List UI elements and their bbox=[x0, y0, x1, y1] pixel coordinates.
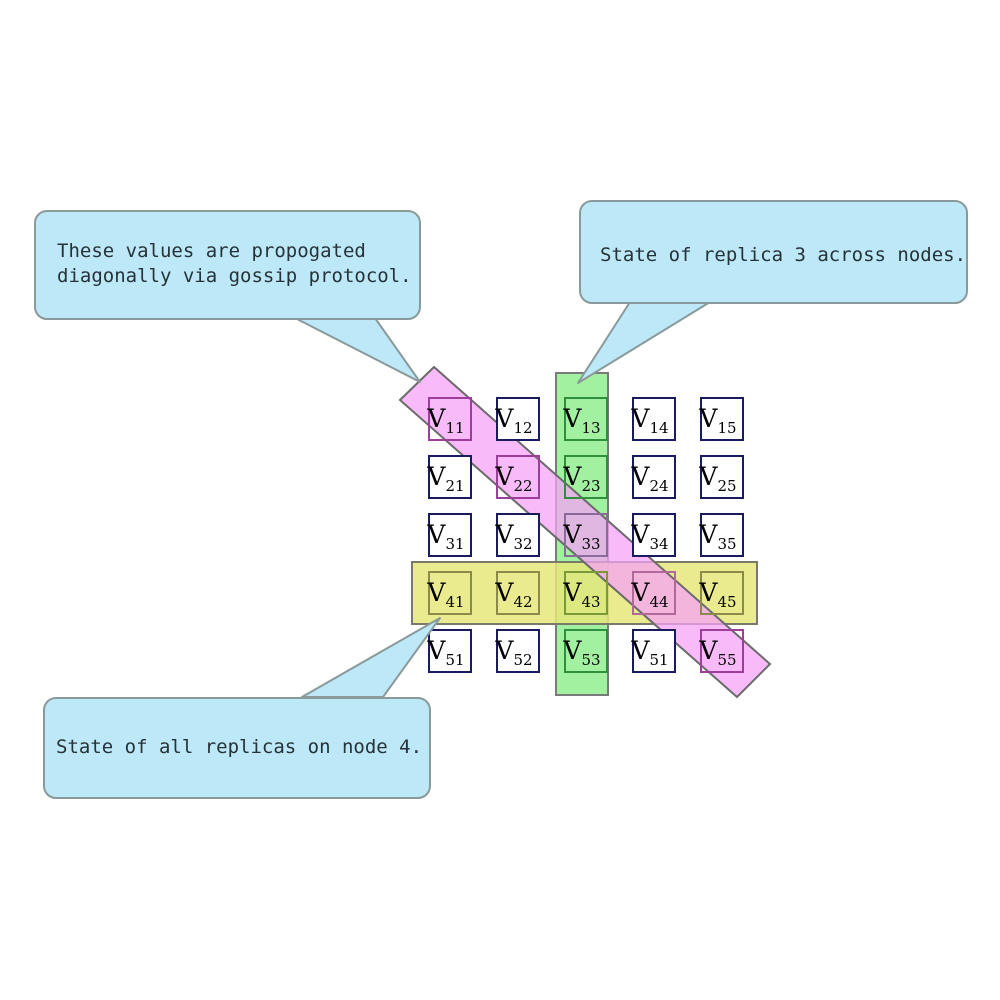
replica-3-note-tail bbox=[577, 301, 711, 384]
cell-subscript: 24 bbox=[649, 477, 668, 495]
cell-subscript: 51 bbox=[649, 651, 668, 669]
grid-cell-15[interactable]: V15 bbox=[698, 397, 744, 441]
cell-box bbox=[428, 571, 472, 615]
cell-subscript: 52 bbox=[513, 651, 532, 669]
gossip-note[interactable]: These values are propogated diagonally vi… bbox=[34, 210, 421, 320]
cell-subscript: 43 bbox=[581, 593, 600, 611]
cell-subscript: 45 bbox=[717, 593, 736, 611]
cell-subscript: 53 bbox=[581, 651, 600, 669]
gossip-note-box bbox=[34, 210, 421, 320]
replica-3-note-line-0: State of replica 3 across nodes. bbox=[600, 244, 966, 266]
gossip-diagonal-band[interactable] bbox=[398, 365, 772, 699]
cell-box bbox=[700, 629, 744, 673]
node-4-note[interactable]: State of all replicas on node 4. bbox=[43, 697, 431, 799]
gossip-note-line-0: These values are propogated bbox=[57, 240, 366, 262]
callout-boxes: These values are propogated diagonally vi… bbox=[34, 200, 968, 799]
node-4-note-line-0: State of all replicas on node 4. bbox=[56, 736, 422, 758]
node-4-note-tail bbox=[301, 617, 441, 698]
grid-cell-24[interactable]: V24 bbox=[630, 455, 676, 499]
cell-box bbox=[496, 513, 540, 557]
cell-box bbox=[496, 571, 540, 615]
cell-box bbox=[700, 397, 744, 441]
grid-cell-14[interactable]: V14 bbox=[630, 397, 676, 441]
grid-cell-21[interactable]: V21 bbox=[426, 455, 472, 499]
gossip-note-text: These values are propogated diagonally vi… bbox=[57, 240, 412, 287]
cell-box bbox=[632, 571, 676, 615]
cell-box bbox=[428, 513, 472, 557]
cell-box bbox=[632, 397, 676, 441]
cell-box bbox=[700, 455, 744, 499]
grid-cell-51[interactable]: V51 bbox=[426, 629, 472, 673]
cell-subscript: 42 bbox=[513, 593, 532, 611]
cell-box bbox=[632, 629, 676, 673]
grid-cell-12[interactable]: V12 bbox=[494, 397, 540, 441]
cell-box bbox=[700, 571, 744, 615]
cell-subscript: 35 bbox=[717, 535, 736, 553]
cell-box bbox=[564, 455, 608, 499]
cell-box bbox=[700, 513, 744, 557]
grid-cell-32[interactable]: V32 bbox=[494, 513, 540, 557]
grid-cell-35[interactable]: V35 bbox=[698, 513, 744, 557]
cell-label: V51 bbox=[426, 636, 464, 669]
cell-subscript: 25 bbox=[717, 477, 736, 495]
grid-cell-51[interactable]: V51 bbox=[630, 629, 676, 673]
cell-subscript: 44 bbox=[649, 593, 668, 611]
replica-3-note-text: State of replica 3 across nodes. bbox=[600, 244, 966, 266]
cell-box bbox=[564, 629, 608, 673]
cell-box bbox=[564, 513, 608, 557]
cell-box bbox=[632, 513, 676, 557]
cell-box bbox=[564, 571, 608, 615]
cell-subscript: 15 bbox=[717, 419, 736, 437]
cell-subscript: 21 bbox=[445, 477, 464, 495]
cell-subscript: 13 bbox=[581, 419, 600, 437]
cell-subscript: 41 bbox=[445, 593, 464, 611]
grid-cell-34[interactable]: V34 bbox=[630, 513, 676, 557]
cell-box bbox=[428, 397, 472, 441]
cell-subscript: 33 bbox=[581, 535, 600, 553]
replica-3-note-box bbox=[579, 200, 968, 304]
replica-3-note[interactable]: State of replica 3 across nodes. bbox=[579, 200, 968, 304]
cell-subscript: 32 bbox=[513, 535, 532, 553]
cell-box bbox=[632, 455, 676, 499]
node-4-note-text: State of all replicas on node 4. bbox=[56, 736, 422, 758]
gossip-note-line-1: diagonally via gossip protocol. bbox=[57, 265, 412, 287]
grid-cell-25[interactable]: V25 bbox=[698, 455, 744, 499]
cell-subscript: 22 bbox=[513, 477, 532, 495]
cell-box bbox=[428, 455, 472, 499]
cell-subscript: 14 bbox=[649, 419, 668, 437]
node-4-note-box bbox=[43, 697, 431, 799]
cell-box bbox=[496, 629, 540, 673]
gossip-note-tail bbox=[294, 317, 421, 383]
grid-cell-31[interactable]: V31 bbox=[426, 513, 472, 557]
cell-box bbox=[496, 397, 540, 441]
cell-box bbox=[496, 455, 540, 499]
cell-subscript: 23 bbox=[581, 477, 600, 495]
cell-subscript: 51 bbox=[445, 651, 464, 669]
cell-box bbox=[564, 397, 608, 441]
cell-subscript: 12 bbox=[513, 419, 532, 437]
cell-subscript: 11 bbox=[445, 419, 464, 437]
cell-subscript: 55 bbox=[717, 651, 736, 669]
cell-box bbox=[428, 629, 472, 673]
cell-subscript: 31 bbox=[445, 535, 464, 553]
cell-subscript: 34 bbox=[649, 535, 668, 553]
grid-cell-52[interactable]: V52 bbox=[494, 629, 540, 673]
